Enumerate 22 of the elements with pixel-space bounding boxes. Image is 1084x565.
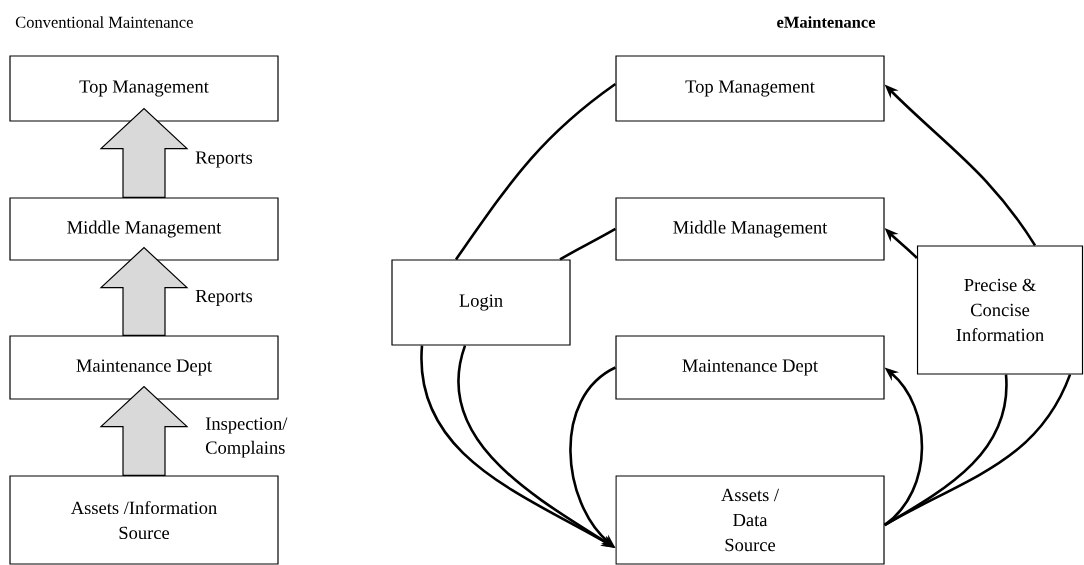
process-box: Top Management xyxy=(9,55,279,122)
process-box: Maintenance Dept xyxy=(9,335,279,400)
heading: eMaintenance xyxy=(777,16,876,28)
connector-line xyxy=(454,82,617,261)
heading: Conventional Maintenance xyxy=(15,16,193,28)
process-box: Assets /Information Source xyxy=(9,475,279,565)
process-box: Login xyxy=(391,259,571,346)
process-box: Middle Management xyxy=(9,197,279,261)
process-box: Top Management xyxy=(615,55,885,122)
process-box: Middle Management xyxy=(615,197,885,261)
edge-label: Reports xyxy=(195,289,253,306)
edge-label: Inspection/ Complains xyxy=(205,417,288,458)
block-arrow xyxy=(99,246,189,336)
block-arrow xyxy=(99,107,189,198)
process-box: Precise & Concise Information xyxy=(916,245,1084,375)
edge-label: Reports xyxy=(195,151,253,168)
block-arrow xyxy=(99,385,189,476)
arrow xyxy=(569,366,617,548)
process-box: Maintenance Dept xyxy=(615,335,885,400)
connector-line xyxy=(559,227,617,261)
connector-line xyxy=(884,374,1072,527)
process-box: Assets / Data Source xyxy=(615,475,885,565)
